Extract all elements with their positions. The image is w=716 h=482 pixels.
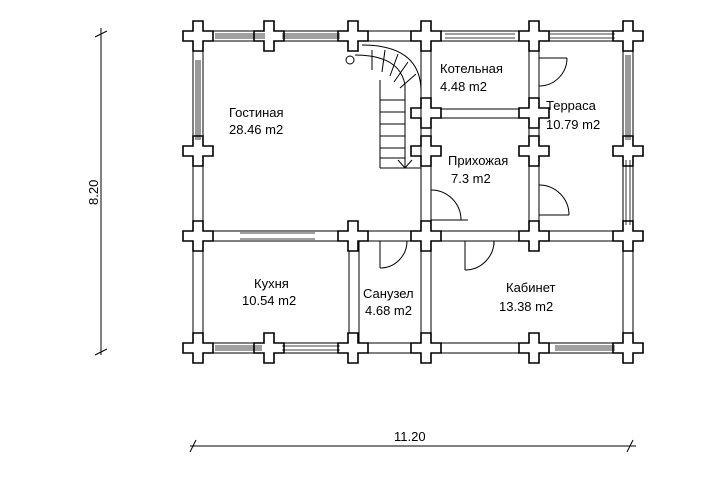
boiler-room-name: Котельная [440, 61, 503, 76]
office-name: Кабинет [506, 280, 555, 295]
log-joint [410, 220, 442, 252]
log-joint [410, 135, 442, 167]
dimensions: 8.20 11.20 [86, 28, 636, 453]
room-labels: Гостиная 28.46 m2 Котельная 4.48 m2 Терр… [229, 61, 600, 318]
office-area: 13.38 m2 [499, 299, 553, 314]
kitchen-area: 10.54 m2 [242, 293, 296, 308]
log-joint [182, 220, 214, 252]
log-joint [410, 20, 442, 52]
log-joint [337, 20, 369, 52]
log-joint [182, 135, 214, 167]
log-joint [410, 97, 442, 129]
doors [379, 57, 570, 271]
staircase [345, 44, 422, 169]
living-room-area: 28.46 m2 [229, 122, 283, 137]
kitchen-name: Кухня [254, 276, 289, 291]
log-joint [518, 97, 550, 129]
log-joint [182, 20, 214, 52]
log-joint [410, 332, 442, 364]
log-joint [518, 20, 550, 52]
log-joint [612, 135, 644, 167]
hallway-area: 7.3 m2 [451, 171, 491, 186]
log-joint [612, 20, 644, 52]
log-joint [253, 20, 285, 52]
living-room-name: Гостиная [229, 105, 284, 120]
hallway-name: Прихожая [448, 153, 508, 168]
log-joint [518, 332, 550, 364]
log-joint [518, 135, 550, 167]
terrace-name: Терраса [546, 98, 597, 113]
bathroom-area: 4.68 m2 [365, 303, 412, 318]
windows [195, 33, 631, 351]
log-joint [337, 332, 369, 364]
log-joints [182, 20, 644, 364]
height-dimension-label: 8.20 [86, 180, 101, 205]
log-joint [182, 332, 214, 364]
log-joint [253, 332, 285, 364]
log-joint [612, 332, 644, 364]
log-joint [612, 220, 644, 252]
bathroom-name: Санузел [363, 286, 414, 301]
terrace-area: 10.79 m2 [546, 117, 600, 132]
log-joint [337, 220, 369, 252]
boiler-room-area: 4.48 m2 [440, 79, 487, 94]
width-dimension-label: 11.20 [394, 429, 426, 444]
log-joint [518, 220, 550, 252]
